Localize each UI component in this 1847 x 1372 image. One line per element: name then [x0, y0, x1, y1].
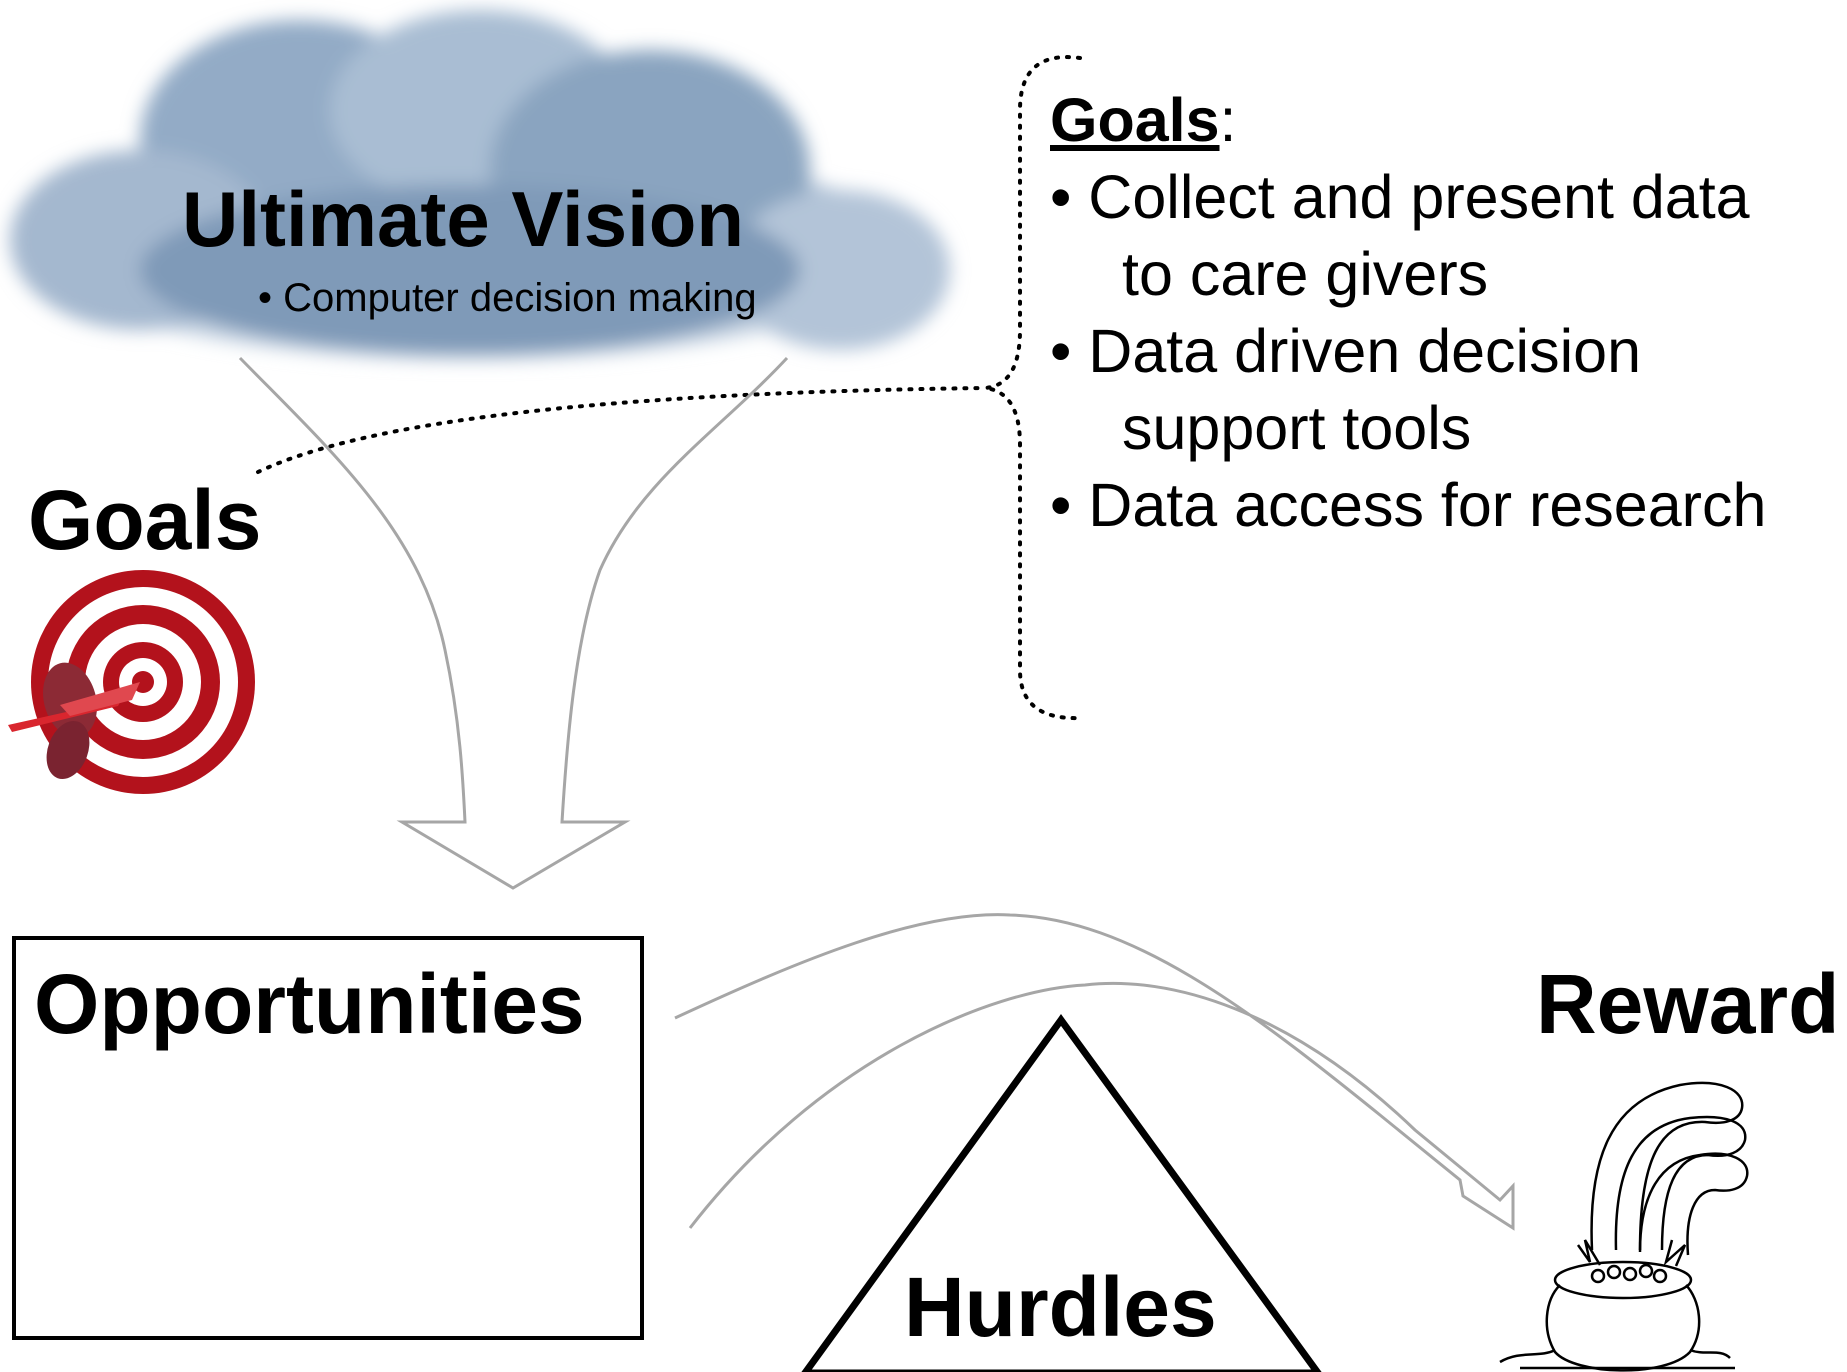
opportunities-box [12, 936, 644, 1340]
hurdles-label: Hurdles [904, 1260, 1217, 1354]
goals-panel: Goals: • Collect and present data to car… [1050, 82, 1766, 544]
goals-item-1-line1: • Collect and present data [1050, 163, 1750, 231]
vision-to-opportunities-arrow [238, 356, 789, 890]
vision-title: Ultimate Vision [182, 175, 745, 263]
hurdles-triangle [801, 1014, 1322, 1372]
goals-panel-heading: Goals: [1050, 82, 1766, 159]
goals-panel-heading-colon: : [1219, 86, 1237, 154]
goals-label: Goals [28, 473, 262, 567]
goals-item-2-line1: • Data driven decision [1050, 317, 1641, 385]
opportunities-label: Opportunities [34, 957, 585, 1051]
pot-of-gold-icon [1499, 1081, 1749, 1372]
goals-item-3-line1: • Data access for research [1050, 471, 1767, 539]
opportunities-to-reward-arrow [674, 913, 1515, 1231]
target-icon [8, 570, 255, 794]
vision-bullet: • Computer decision making [258, 276, 757, 320]
goals-item-1-line2: to care givers [1122, 240, 1489, 308]
reward-label: Reward [1536, 957, 1840, 1051]
cloud-icon [10, 10, 950, 360]
goals-panel-heading-title: Goals [1050, 86, 1220, 154]
goals-connector-line [256, 386, 987, 474]
goals-item-2-line2: support tools [1122, 394, 1472, 462]
